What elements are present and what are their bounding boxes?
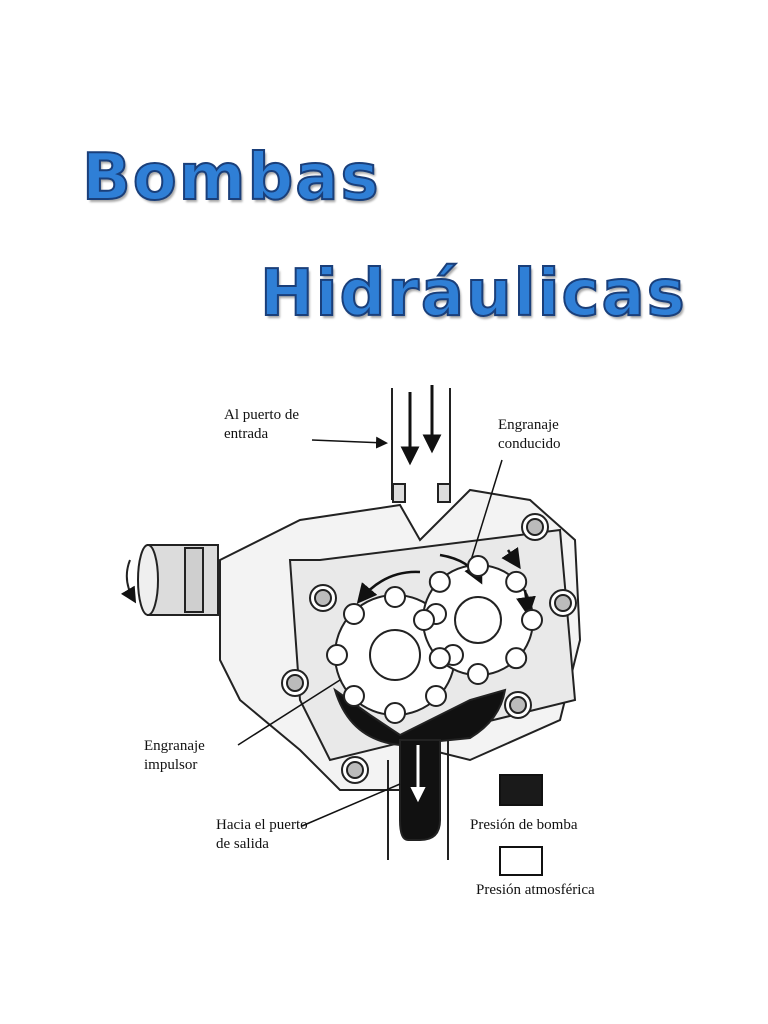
legend-swatch-atmospheric-pressure <box>499 846 543 876</box>
drive-gear-label: Engranaje impulsor <box>144 738 205 773</box>
inlet-pipe <box>391 388 451 503</box>
title-line-2: Hidráulicas <box>259 257 687 331</box>
title-line-1: Bombas <box>81 141 381 215</box>
legend-label-atmospheric-pressure: Presión atmosférica <box>476 882 595 898</box>
drive-gear-teeth <box>326 586 464 724</box>
inflow-arrows <box>400 385 442 466</box>
outlet-pipe <box>387 739 449 860</box>
inlet-port-label: Al puerto de entrada <box>224 407 299 442</box>
outlet-port-label: Hacia el puerto de salida <box>216 817 308 852</box>
drive-shaft <box>120 544 219 616</box>
legend-label-pump-pressure: Presión de bomba <box>470 817 578 833</box>
leader-lines <box>237 436 503 827</box>
legend-swatch-pump-pressure <box>499 774 543 806</box>
driven-gear-label: Engranaje conducido <box>498 417 561 452</box>
driven-gear-teeth <box>413 555 543 685</box>
